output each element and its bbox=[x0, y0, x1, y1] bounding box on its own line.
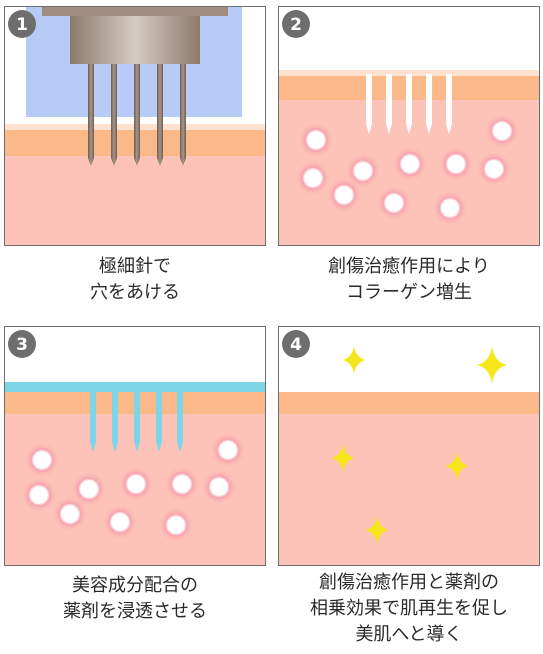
collagen-dot bbox=[102, 504, 138, 540]
collagen-glows bbox=[21, 432, 246, 543]
needle-holes bbox=[366, 74, 452, 134]
step-badge: 2 bbox=[282, 10, 310, 38]
epidermis-layer bbox=[279, 392, 539, 414]
sparkles bbox=[331, 346, 507, 544]
serum-channel bbox=[177, 390, 183, 452]
sparkle-icon bbox=[331, 444, 355, 472]
step-badge: 1 bbox=[8, 10, 36, 38]
hole bbox=[446, 74, 452, 134]
panel-step-1: 1 bbox=[4, 6, 266, 246]
caption-step-4: 創傷治癒作用と薬剤の 相乗効果で肌再生を促し 美肌へと導く bbox=[278, 570, 540, 648]
caption-step-3: 美容成分配合の 薬剤を浸透させる bbox=[4, 573, 266, 625]
caption-line: 創傷治癒作用と薬剤の bbox=[319, 572, 499, 593]
serum-channel bbox=[134, 390, 140, 452]
caption-step-1: 極細針で 穴をあける bbox=[4, 254, 266, 306]
collagen-dot bbox=[295, 160, 331, 196]
collagen-dot bbox=[392, 146, 428, 182]
collagen-dot bbox=[158, 507, 194, 543]
collagen-dot bbox=[24, 442, 60, 478]
sparkle-icon bbox=[342, 346, 366, 374]
step-badge: 3 bbox=[8, 330, 36, 358]
collagen-dot bbox=[345, 153, 381, 189]
serum-channel bbox=[156, 390, 162, 452]
step-badge: 4 bbox=[282, 330, 310, 358]
collagen-dot bbox=[164, 466, 200, 502]
device-top bbox=[42, 7, 228, 16]
panel-step-2: 2 bbox=[278, 6, 540, 246]
needle bbox=[134, 64, 140, 166]
dermis-layer bbox=[279, 414, 539, 565]
panel-step-3: 3 bbox=[4, 326, 266, 566]
sparkle-icon bbox=[477, 346, 507, 384]
caption-line: 穴をあける bbox=[90, 282, 180, 303]
hole bbox=[386, 74, 392, 134]
collagen-dot bbox=[476, 151, 512, 187]
caption-line: 薬剤を浸透させる bbox=[63, 601, 207, 622]
collagen-glows bbox=[295, 113, 520, 226]
step-number: 1 bbox=[16, 15, 28, 35]
serum-channel bbox=[112, 390, 118, 452]
collagen-dot bbox=[326, 177, 362, 213]
collagen-dot bbox=[210, 432, 246, 468]
needles bbox=[88, 64, 186, 166]
caption-line: 美容成分配合の bbox=[72, 575, 198, 596]
caption-line: コラーゲン増生 bbox=[346, 282, 472, 303]
device-head bbox=[70, 16, 200, 64]
caption-line: 相乗効果で肌再生を促し bbox=[310, 598, 508, 619]
sparkle-icon bbox=[445, 452, 469, 480]
needle bbox=[111, 64, 117, 166]
step-number: 4 bbox=[290, 335, 302, 355]
collagen-dot bbox=[52, 496, 88, 532]
step-number: 3 bbox=[16, 335, 28, 355]
caption-line: 創傷治癒作用により bbox=[328, 256, 490, 277]
serum-layer bbox=[5, 382, 265, 392]
collagen-dot bbox=[376, 185, 412, 221]
hole bbox=[406, 74, 412, 134]
sparkle-icon bbox=[365, 516, 389, 544]
step-number: 2 bbox=[290, 15, 302, 35]
collagen-dot bbox=[71, 471, 107, 507]
needle bbox=[88, 64, 94, 166]
hole bbox=[426, 74, 432, 134]
needle bbox=[180, 64, 186, 166]
collagen-dot bbox=[484, 113, 520, 149]
collagen-dot bbox=[432, 190, 468, 226]
caption-step-2: 創傷治癒作用により コラーゲン増生 bbox=[278, 254, 540, 306]
caption-line: 美肌へと導く bbox=[355, 624, 463, 645]
dermis-layer bbox=[5, 156, 265, 245]
collagen-dot bbox=[298, 122, 334, 158]
hole bbox=[366, 74, 372, 134]
serum-channel bbox=[90, 390, 96, 452]
collagen-dot bbox=[438, 146, 474, 182]
serum-channels bbox=[90, 390, 183, 452]
collagen-dot bbox=[21, 477, 57, 513]
panel-step-4: 4 bbox=[278, 326, 540, 566]
needle bbox=[157, 64, 163, 166]
collagen-dot bbox=[118, 466, 154, 502]
caption-line: 極細針で bbox=[99, 256, 171, 277]
collagen-dot bbox=[201, 469, 237, 505]
